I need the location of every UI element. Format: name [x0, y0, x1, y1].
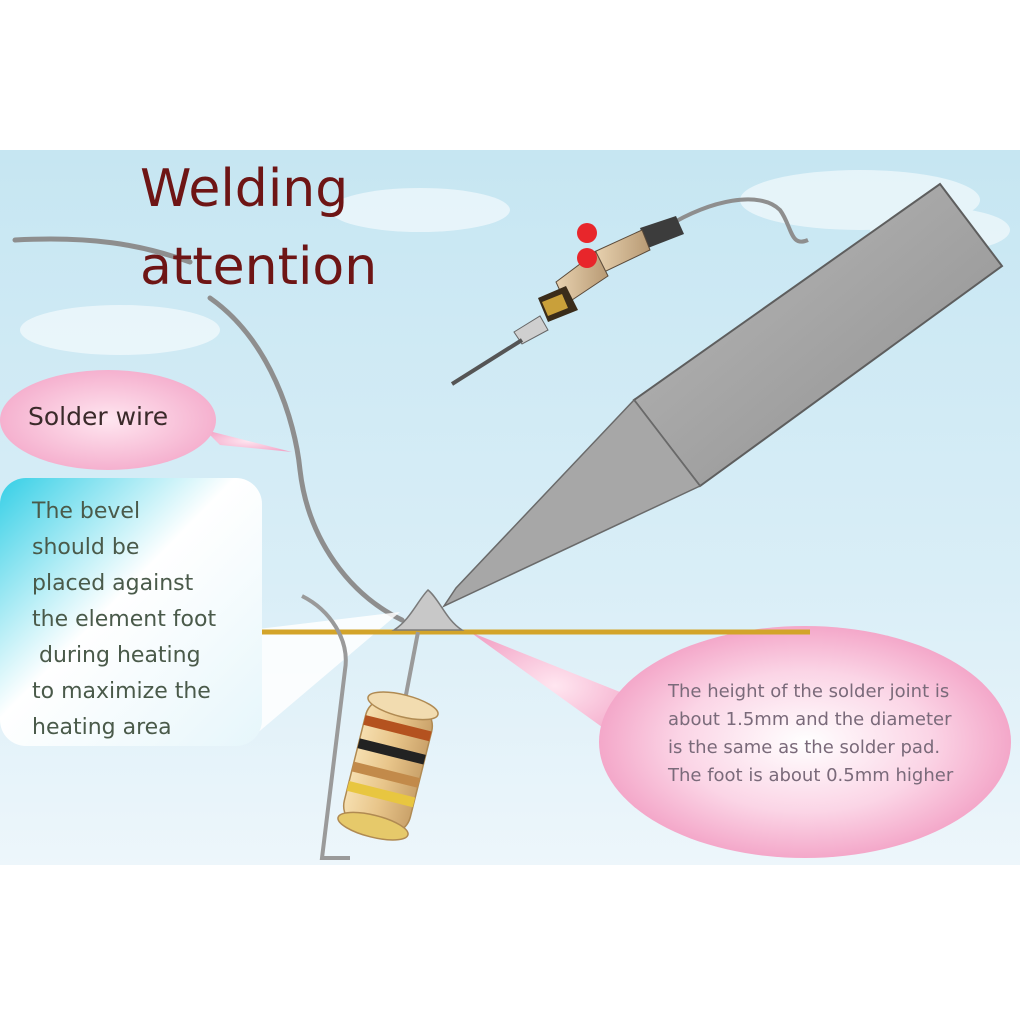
solder-wire-label: Solder wire: [28, 402, 169, 431]
joint-line: The height of the solder joint is: [668, 681, 950, 702]
solder-wire: [12, 236, 193, 265]
page-title: Welding attention: [140, 150, 377, 306]
bevel-line: placed against: [32, 571, 194, 596]
solder-wire-lower: [207, 295, 405, 623]
joint-line: The foot is about 0.5mm higher: [668, 765, 954, 786]
solder-wire-bubble: [0, 370, 216, 470]
bevel-line: The bevel: [32, 499, 141, 524]
title-line-1: Welding: [140, 159, 349, 219]
bevel-line: during heating: [32, 643, 201, 668]
joint-line: is the same as the solder pad.: [668, 737, 941, 758]
bevel-line: to maximize the: [32, 679, 211, 704]
resistor-icon: [337, 691, 439, 841]
solder-joint: [391, 588, 465, 631]
joint-bubble: [599, 626, 1011, 858]
bevel-line: should be: [32, 535, 140, 560]
bevel-bubble: [0, 478, 262, 746]
solder-wire-pointer: [205, 430, 292, 452]
bevel-line: the element foot: [32, 607, 217, 632]
status-dot-top: [577, 223, 597, 243]
joint-callout-text: The height of the solder joint is about …: [668, 678, 953, 790]
title-line-2: attention: [140, 237, 378, 297]
soldering-iron-large: [441, 182, 1004, 608]
status-dot-bottom: [577, 248, 597, 268]
joint-line: about 1.5mm and the diameter: [668, 709, 952, 730]
component-lead-bend: [301, 594, 350, 860]
joint-pointer: [470, 632, 640, 740]
bevel-pointer: [250, 612, 400, 735]
bevel-callout-text: The bevel should be placed against the e…: [32, 494, 216, 746]
bevel-line: heating area: [32, 715, 172, 740]
component-lead: [403, 631, 420, 701]
soldering-iron-icon: [450, 197, 809, 386]
scene-illustration: [0, 150, 1020, 865]
